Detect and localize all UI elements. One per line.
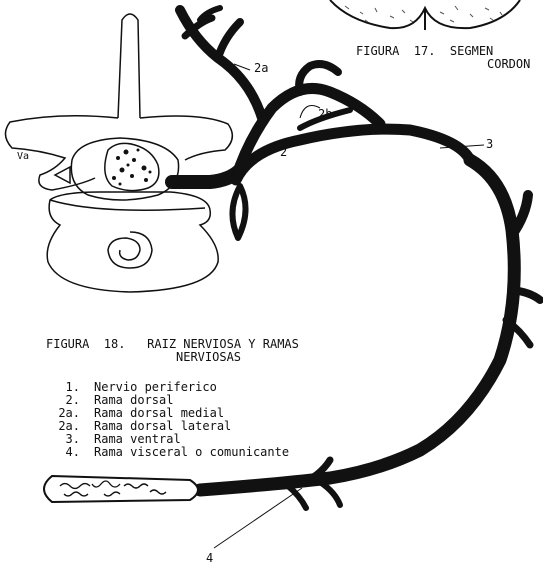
figure17-spinal-cord-fragment (330, 0, 520, 30)
vertebra-mark: Va (17, 150, 29, 163)
figure17-title-line1: FIGURA 17. SEGMEN (356, 45, 493, 58)
callout-3: 3 (486, 138, 493, 151)
legend-item: 4.Rama visceral o comunicante (46, 446, 289, 459)
callout-2a: 2a (254, 62, 268, 75)
legend-label: Rama visceral o comunicante (94, 446, 289, 459)
spinal-cord (105, 143, 159, 190)
callout-2b: 2b (318, 108, 332, 121)
callout-4: 4 (206, 552, 213, 565)
visceral-ganglion (44, 476, 198, 502)
legend-num: 4. (46, 446, 94, 459)
figure18-title-line2: NERVIOSAS (176, 351, 241, 364)
legend: 1.Nervio periferico 2.Rama dorsal 2a.Ram… (46, 381, 289, 459)
figure17-title-line2: CORDON (487, 58, 530, 71)
figure18-title-line1: FIGURA 18. RAIZ NERVIOSA Y RAMAS (46, 338, 299, 351)
callout-2: 2 (280, 146, 287, 159)
